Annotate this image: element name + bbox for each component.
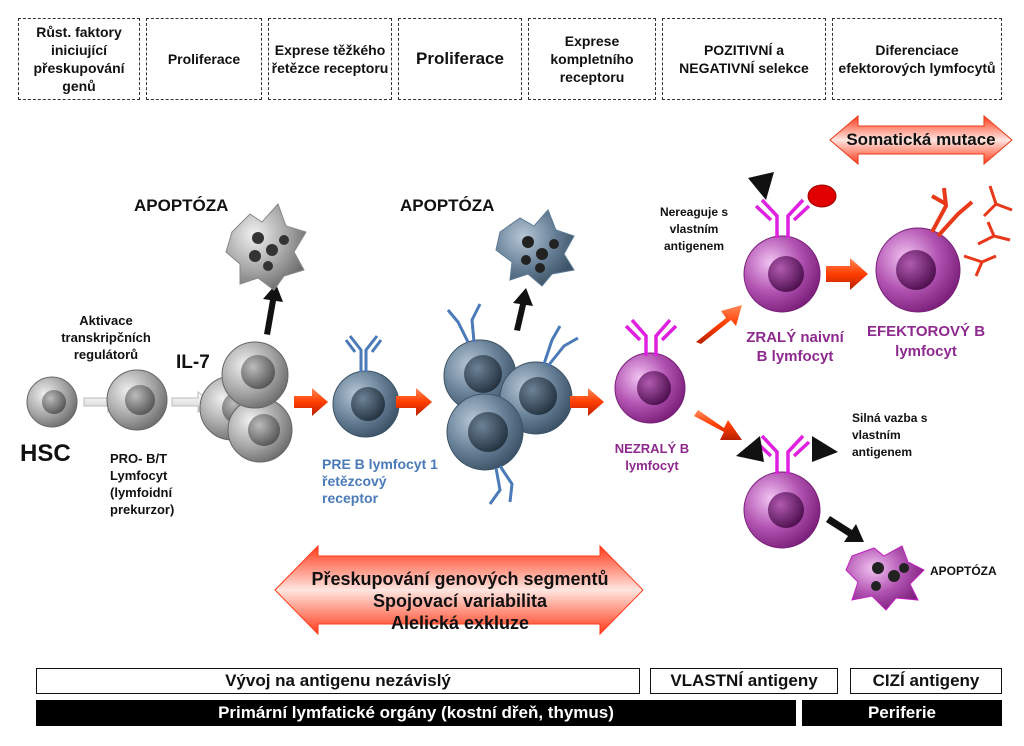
apoptosis-label-1: APOPTÓZA — [134, 196, 229, 215]
red-arrow-4 — [826, 258, 868, 290]
mechanism-2: Spojovací variabilita — [372, 591, 548, 611]
mature-label: ZRALÝ naivní B lymfocyt — [746, 329, 844, 365]
stage-box-6: POZITIVNÍ a NEGATIVNÍ selekce — [662, 18, 826, 100]
red-arrow-1 — [294, 388, 328, 416]
hsc-label: HSC — [20, 440, 71, 467]
red-arrow-2 — [396, 388, 432, 416]
activation-label: Aktivace transkripčních regulátorů — [61, 313, 151, 362]
self-antigen-left — [736, 436, 764, 462]
antigen-red — [807, 184, 837, 208]
self-antigen-right — [812, 436, 838, 462]
apoptosis-arrow-3 — [826, 516, 864, 542]
antigen-triangle — [748, 172, 774, 200]
non-reactive-label: Nereaguje s vlastním antigenem — [659, 205, 729, 253]
mechanism-1: Přeskupování genových segmentů — [311, 569, 609, 589]
immature-label: NEZRALÝ B lymfocyt — [614, 441, 690, 473]
red-arrow-up-diag — [696, 305, 742, 344]
stage-box-3: Exprese těžkého řetězce receptoru — [268, 18, 392, 100]
red-arrow-3 — [570, 388, 604, 416]
somatic-mutation-arrow — [829, 114, 1013, 166]
self-antigen-bar: VLASTNÍ antigeny — [650, 668, 838, 694]
effector-b-cell — [875, 185, 1013, 313]
secreted-antibodies — [963, 185, 1013, 277]
apoptosis-label-3: APOPTÓZA — [930, 564, 997, 578]
red-arrow-down-diag — [694, 410, 742, 440]
foreign-antigen-bar: CIZÍ antigeny — [850, 668, 1002, 694]
pro-cell — [106, 369, 168, 431]
immature-b-cell — [614, 318, 686, 424]
antigen-independent-bar: Vývoj na antigenu nezávislý — [36, 668, 640, 694]
apoptotic-cell-3 — [845, 545, 925, 611]
il7-label: IL-7 — [176, 352, 210, 373]
pre-b-label: PRE B lymfocyt 1 řetězcový receptor — [322, 456, 438, 506]
self-reactive-b-cell — [736, 434, 838, 549]
hsc-cell — [26, 376, 78, 428]
mechanisms-list: Přeskupování genových segmentů Spojovací… — [290, 568, 630, 634]
apoptosis-arrow-2 — [513, 288, 533, 331]
proliferating-cells — [199, 341, 293, 463]
stage-box-1: Růst. faktory iniciující přeskupování ge… — [18, 18, 140, 100]
apoptosis-label-2: APOPTÓZA — [400, 196, 495, 215]
pre-b-proliferation — [443, 303, 579, 505]
periphery-bar: Periferie — [802, 700, 1002, 726]
apoptosis-arrow-1 — [263, 284, 283, 335]
mature-naive-b-cell — [743, 172, 837, 313]
stage-box-2: Proliferace — [146, 18, 262, 100]
stage-box-7: Diferenciace efektorových lymfocytů — [832, 18, 1002, 100]
strong-binding-label: Silná vazba s vlastním antigenem — [852, 411, 928, 459]
pro-label: PRO- B/T Lymfocyt (lymfoidní prekurzor) — [110, 451, 175, 517]
somatic-mutation-label: Somatická mutace — [846, 130, 996, 149]
primary-organs-bar: Primární lymfatické orgány (kostní dřeň,… — [36, 700, 796, 726]
stage-box-4: Proliferace — [398, 18, 522, 100]
apoptotic-cell-2 — [495, 209, 575, 287]
mechanism-3: Alelická exkluze — [390, 613, 530, 633]
stage-box-5: Exprese kompletního receptoru — [528, 18, 656, 100]
effector-label: EFEKTOROVÝ B lymfocyt — [866, 323, 986, 360]
pre-b-cell — [332, 335, 400, 438]
apoptotic-cell-1 — [225, 203, 307, 291]
rearrangement-arrow — [274, 544, 644, 636]
